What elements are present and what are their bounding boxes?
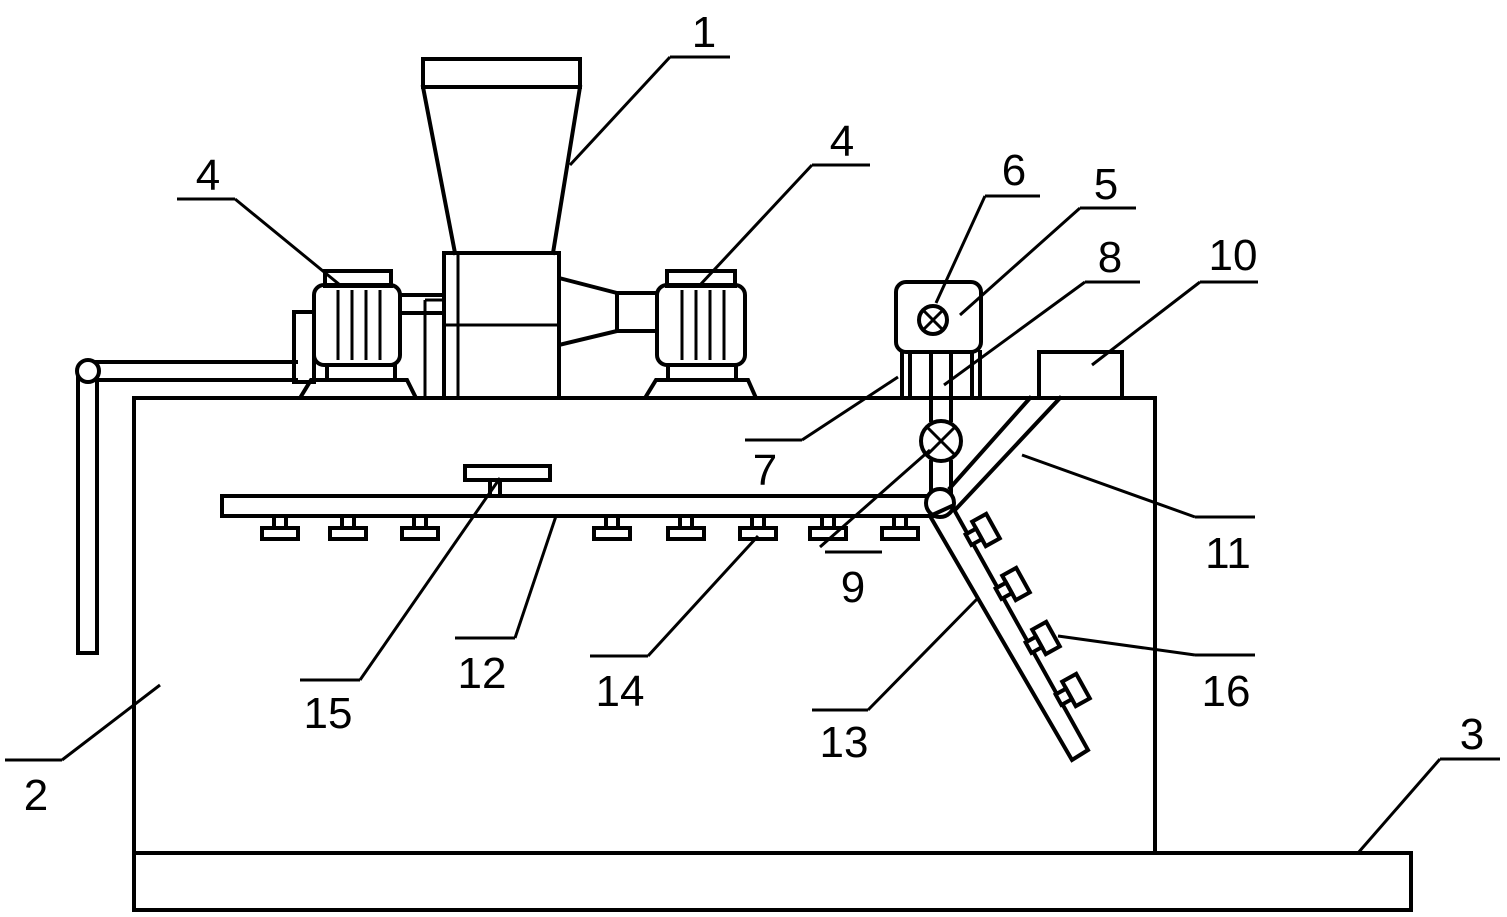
arm-nozzle xyxy=(1022,619,1063,657)
spray-bar xyxy=(220,464,941,518)
arm-nozzle xyxy=(1052,671,1093,709)
arm-nozzle-stem xyxy=(962,525,985,548)
inclined-arm xyxy=(927,503,1091,763)
left-motor xyxy=(292,269,446,400)
leader-lines xyxy=(5,55,1500,854)
label-5: 5 xyxy=(1094,160,1118,209)
arm-nozzle-stem xyxy=(1052,685,1075,708)
nozzle-cap xyxy=(260,526,300,541)
arm-nozzle xyxy=(962,511,1003,549)
right-motor xyxy=(557,269,760,400)
label-14: 14 xyxy=(596,667,645,716)
drive-box xyxy=(894,280,983,400)
nozzles xyxy=(260,514,920,541)
label-16: 16 xyxy=(1202,667,1251,716)
inclined-guide xyxy=(947,395,1063,513)
label-4-left: 4 xyxy=(196,151,220,200)
nozzle-cap xyxy=(666,526,706,541)
label-7: 7 xyxy=(753,446,777,495)
hopper xyxy=(420,57,583,400)
label-6: 6 xyxy=(1002,146,1026,195)
arm-nozzles xyxy=(962,511,1093,709)
base-plate xyxy=(132,851,1413,912)
arm-nozzle-stem xyxy=(992,579,1015,602)
nozzle-cap xyxy=(592,526,632,541)
arm-nozzle xyxy=(992,565,1033,603)
nozzle-cap xyxy=(880,526,920,541)
shaft xyxy=(919,350,963,494)
nozzle-cap xyxy=(400,526,440,541)
nozzle-cap xyxy=(738,526,778,541)
side-pipe xyxy=(75,358,298,655)
label-4-right: 4 xyxy=(830,117,854,166)
label-12: 12 xyxy=(458,649,507,698)
label-3: 3 xyxy=(1460,710,1484,759)
nozzle-cap xyxy=(328,526,368,541)
label-13: 13 xyxy=(820,718,869,767)
label-15: 15 xyxy=(304,689,353,738)
top-box xyxy=(1037,350,1124,400)
main-box xyxy=(132,396,1157,855)
label-10: 10 xyxy=(1209,231,1258,280)
label-1: 1 xyxy=(692,8,716,57)
label-9: 9 xyxy=(841,563,865,612)
label-2: 2 xyxy=(24,771,48,820)
arm-nozzle-stem xyxy=(1022,633,1045,656)
label-11: 11 xyxy=(1205,529,1251,578)
label-8: 8 xyxy=(1098,233,1122,282)
